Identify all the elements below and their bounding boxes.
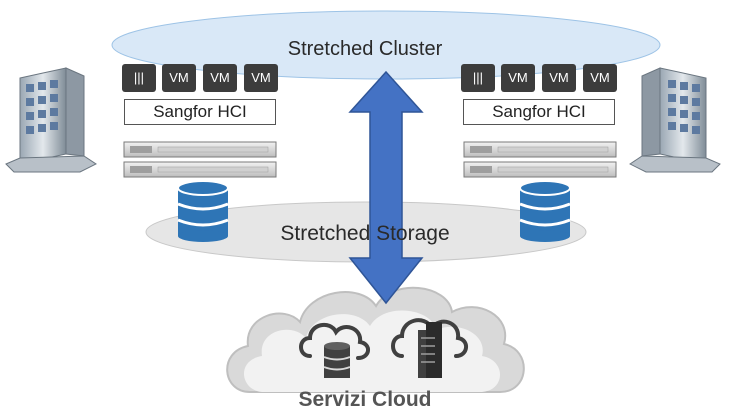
cloud-shape: [226, 286, 525, 393]
rack-server-icon: [123, 141, 277, 178]
server-building-icon: [5, 67, 97, 173]
database-icon: [177, 180, 229, 242]
vm-tile: VM: [583, 64, 617, 92]
vm-tile: VM: [203, 64, 237, 92]
stretched-storage-label: Stretched Storage: [280, 222, 450, 245]
rack-server-icon: [463, 141, 617, 178]
cloud-server-icon: [391, 318, 468, 378]
cloud-database-icon: [299, 322, 370, 378]
sangfor-hci-label: Sangfor HCI: [463, 99, 615, 125]
double-arrow-icon: [348, 70, 424, 305]
vm-tile: VM: [501, 64, 535, 92]
vm-tile: VM: [162, 64, 196, 92]
vm-tile-row: ||| VM VM VM: [461, 64, 617, 92]
hypervisor-tile: |||: [122, 64, 156, 92]
cloud-services-label: Servizi Cloud: [298, 388, 432, 411]
vm-tile-row: ||| VM VM VM: [122, 64, 278, 92]
hypervisor-tile: |||: [461, 64, 495, 92]
server-building-icon: [629, 67, 721, 173]
vm-tile: VM: [542, 64, 576, 92]
sangfor-hci-label: Sangfor HCI: [124, 99, 276, 125]
stretched-cluster-label: Stretched Cluster: [287, 38, 443, 60]
database-icon: [519, 180, 571, 242]
vm-tile: VM: [244, 64, 278, 92]
